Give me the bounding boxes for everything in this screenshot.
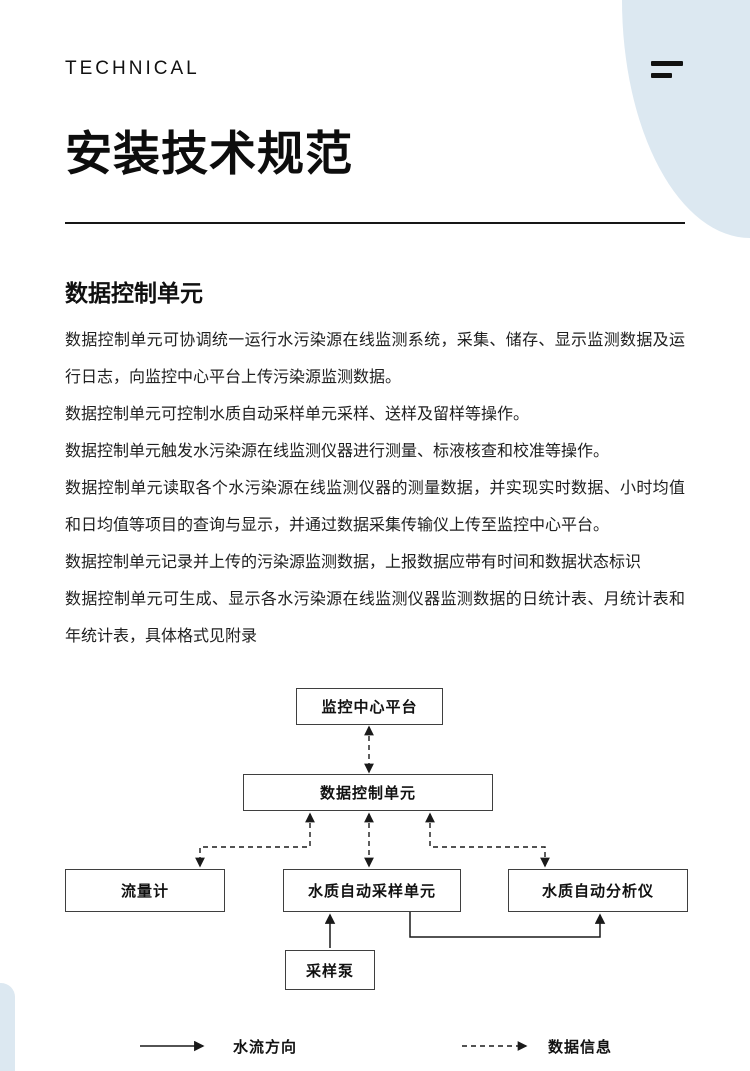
section-heading: 数据控制单元 <box>65 280 203 307</box>
diagram-node-auto-analyzer: 水质自动分析仪 <box>508 869 688 913</box>
decorative-edge-shape <box>0 983 15 1071</box>
page-header: TECHNICAL 安装技术规范 <box>0 0 750 225</box>
connector-sampler-analyzer-solid <box>409 912 606 939</box>
body-paragraph: 数据控制单元触发水污染源在线监测仪器进行测量、标液核查和校准等操作。 <box>65 443 610 461</box>
body-paragraph: 数据控制单元可控制水质自动采样单元采样、送样及留样等操作。 <box>65 406 530 424</box>
body-paragraph: 数据控制单元记录并上传的污染源监测数据，上报数据应带有时间和数据状态标识 <box>65 554 642 572</box>
body-paragraph: 数据控制单元读取各个水污染源在线监测仪器的测量数据，并实现实时数据、小时均值和日… <box>65 480 685 535</box>
diagram-node-flow-meter: 流量计 <box>65 869 225 913</box>
eyebrow-label: TECHNICAL <box>65 58 200 79</box>
legend-water-flow-label: 水流方向 <box>233 1039 298 1057</box>
menu-icon[interactable] <box>651 60 685 78</box>
body-paragraph: 数据控制单元可生成、显示各水污染源在线监测仪器监测数据的日统计表、月统计表和年统… <box>65 591 685 646</box>
connector-control-analyzer-dashed <box>425 812 550 868</box>
system-diagram: 监控中心平台 数据控制单元 流量计 水质自动采样单元 水质自动分析仪 采样泵 水… <box>0 669 750 1071</box>
connector-control-flowmeter-dashed <box>195 812 315 868</box>
header-row: TECHNICAL <box>65 58 685 80</box>
menu-icon-bar <box>651 60 683 66</box>
diagram-connectors <box>140 725 606 1052</box>
title-divider <box>65 222 685 225</box>
diagram-node-monitoring-platform: 监控中心平台 <box>296 688 443 726</box>
diagram-node-data-control-unit: 数据控制单元 <box>243 774 493 812</box>
diagram-node-sampling-pump: 采样泵 <box>285 950 375 991</box>
diagram-node-auto-sampler: 水质自动采样单元 <box>283 869 461 913</box>
menu-icon-bar <box>651 72 672 78</box>
body-paragraph: 数据控制单元可协调统一运行水污染源在线监测系统，采集、储存、显示监测数据及运行日… <box>65 332 685 387</box>
legend-data-info-label: 数据信息 <box>548 1039 613 1057</box>
page-title: 安装技术规范 <box>65 127 353 180</box>
content-section: 数据控制单元 数据控制单元可协调统一运行水污染源在线监测系统，采集、储存、显示监… <box>0 274 750 655</box>
